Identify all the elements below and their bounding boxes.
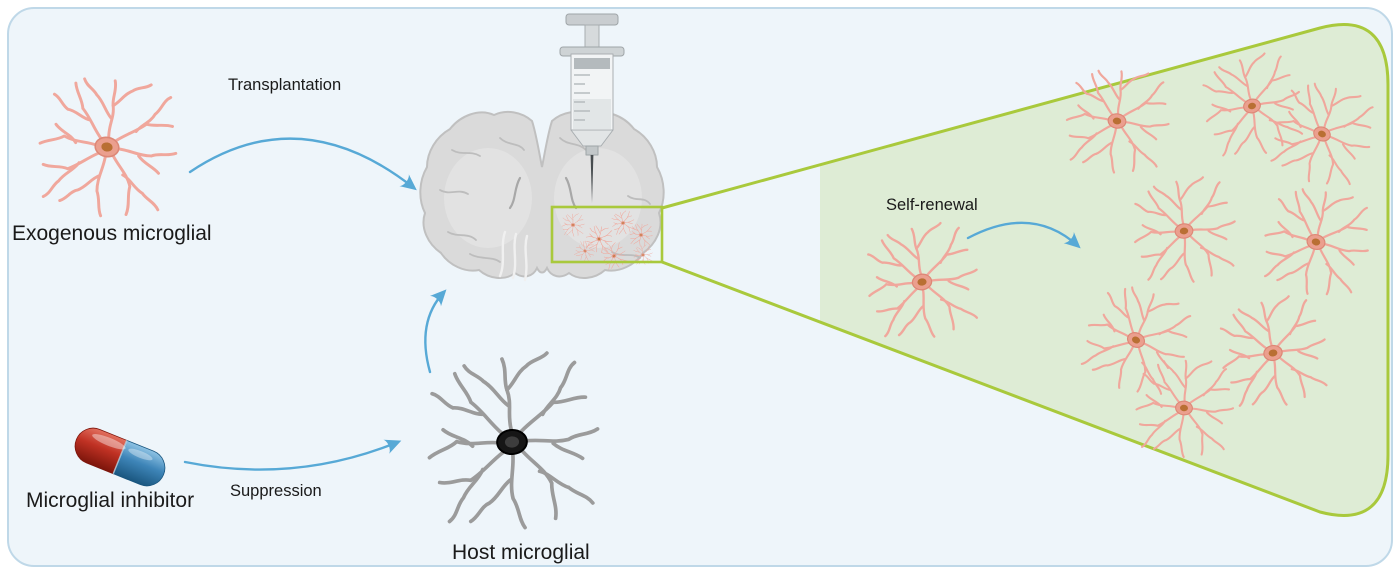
pill-capsule — [74, 427, 166, 487]
brain-sulci — [439, 137, 651, 263]
syringe — [559, 13, 625, 203]
self-renewal-arrow — [966, 221, 1081, 249]
pill-red-half — [74, 427, 128, 475]
brain-illustration — [419, 110, 665, 282]
host-to-brain-arrow — [424, 289, 447, 374]
brain-tracts — [498, 230, 529, 282]
label-exogenous-microglial: Exogenous microglial — [12, 222, 212, 245]
pill-blue-half — [112, 439, 166, 487]
suppression-arrow — [183, 439, 402, 471]
zoom-source-box — [550, 205, 664, 264]
label-self-renewal: Self-renewal — [886, 196, 978, 214]
zoom-funnel-outline — [661, 23, 1390, 517]
label-microglial-inhibitor: Microglial inhibitor — [26, 489, 195, 512]
label-suppression: Suppression — [230, 482, 322, 500]
needle — [590, 155, 594, 203]
transplantation-arrow — [188, 137, 417, 191]
label-transplantation: Transplantation — [228, 76, 342, 94]
label-host-microglial: Host microglial — [452, 541, 590, 564]
